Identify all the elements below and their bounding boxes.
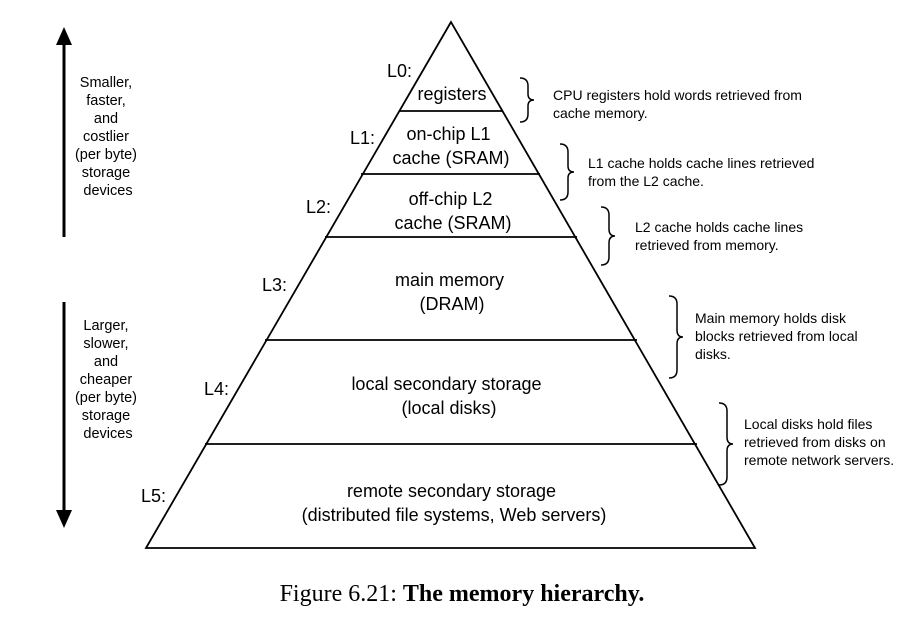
tier-label-l1-cache: on-chip L1 cache (SRAM) [392, 124, 509, 168]
tier-label-l2-cache: off-chip L2 cache (SRAM) [394, 189, 511, 233]
tier-label-local-storage: local secondary storage (local disks) [351, 374, 546, 418]
tier-label-remote-storage: remote secondary storage (distributed fi… [302, 481, 607, 525]
speed-annotation-top: Smaller, faster, and costlier (per byte)… [75, 75, 141, 199]
note-l2: L2 cache holds cache lines retrieved fro… [635, 219, 807, 253]
tier-label-main-memory: main memory (DRAM) [395, 270, 509, 314]
figure-caption: Figure 6.21: The memory hierarchy. [0, 580, 924, 608]
note-l0: CPU registers hold words retrieved from … [553, 87, 806, 121]
tier-label-registers: registers [417, 84, 486, 104]
note-l4: Local disks hold files retrieved from di… [744, 416, 894, 468]
level-id-l4: L4: [204, 379, 229, 399]
level-id-l1: L1: [350, 128, 375, 148]
brace-l2 [600, 206, 616, 266]
down-arrow-head [56, 510, 72, 528]
caption-label: Figure 6.21: [279, 581, 397, 607]
level-id-l2: L2: [306, 197, 331, 217]
brace-l4 [718, 402, 734, 486]
level-id-l0: L0: [387, 61, 412, 81]
level-id-l5: L5: [141, 486, 166, 506]
note-l3: Main memory holds disk blocks retrieved … [695, 310, 862, 362]
note-l1: L1 cache holds cache lines retrieved fro… [588, 155, 818, 189]
caption-title: The memory hierarchy. [402, 581, 645, 607]
up-arrow-head [56, 27, 72, 45]
pyramid-outline [144, 20, 757, 549]
brace-l0 [519, 77, 535, 123]
brace-l3 [668, 295, 684, 379]
brace-l1 [559, 143, 575, 201]
level-id-l3: L3: [262, 275, 287, 295]
speed-annotation-bottom: Larger, slower, and cheaper (per byte) s… [75, 318, 141, 442]
